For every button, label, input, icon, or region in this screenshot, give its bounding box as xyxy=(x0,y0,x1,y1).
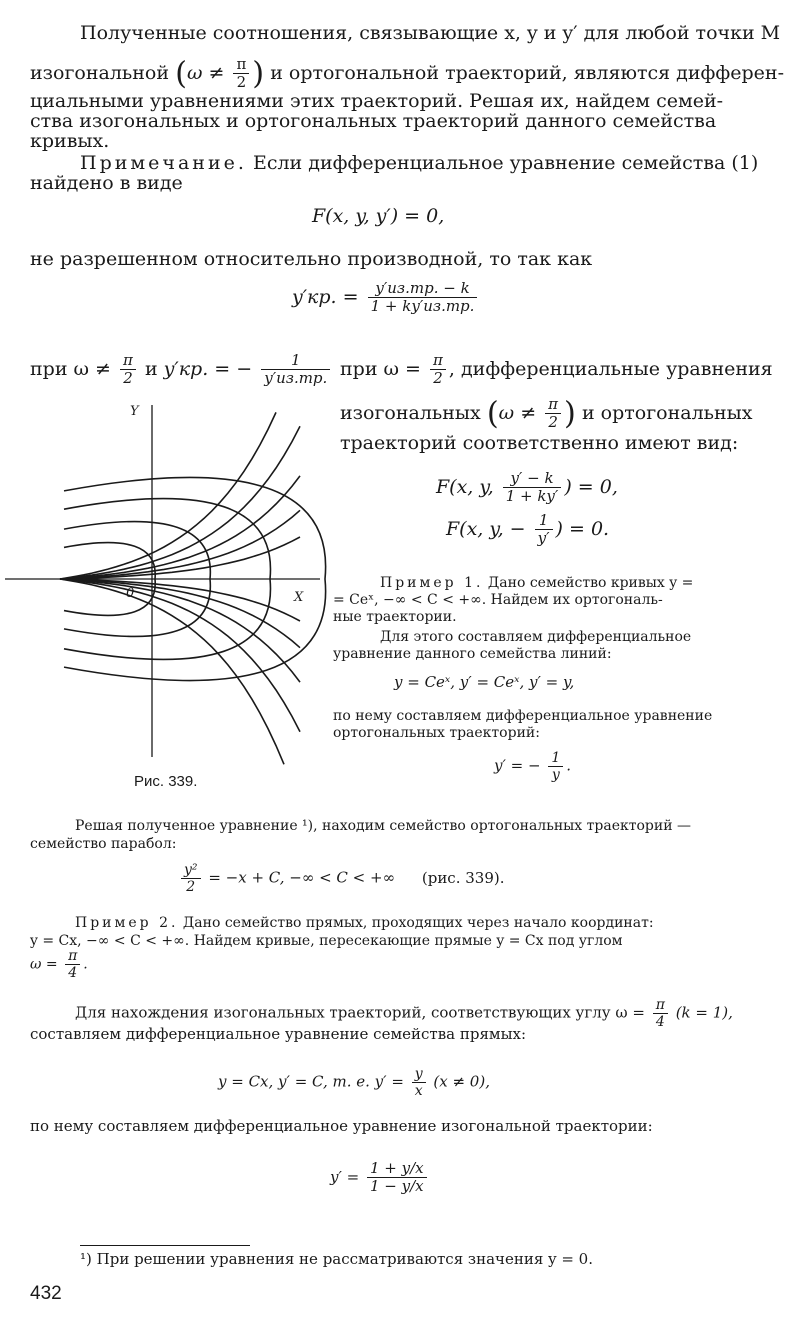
exponential-curve xyxy=(59,578,301,649)
figure-caption: Рис. 339. xyxy=(134,773,198,790)
origin-label: 0 xyxy=(126,586,134,601)
note-line-6: траекторий соответственно имеют вид: xyxy=(340,432,739,454)
exponential-curve xyxy=(59,536,301,580)
x-axis-label: X xyxy=(293,590,304,605)
example1-line-2: = Ceˣ, −∞ < C < +∞. Найдем их ортогональ… xyxy=(333,592,663,608)
parabola-arc xyxy=(63,541,156,617)
solution-line-2: семейство парабол: xyxy=(30,836,177,852)
example2-line-6: по нему составляем дифференциальное урав… xyxy=(30,1117,653,1135)
footnote: ¹) При решении уравнения не рассматриваю… xyxy=(80,1250,593,1268)
intro-line-3: циальными уравнениями этих траекторий. Р… xyxy=(30,90,724,112)
note-equation-1: F(x, y, y′) = 0, xyxy=(312,205,445,227)
example2-line-4: Для нахождения изогональных траекторий, … xyxy=(75,997,733,1031)
note-line-3: не разрешенном относительно производной,… xyxy=(30,248,593,270)
exponential-curve xyxy=(59,578,285,765)
note-line-2: найдено в виде xyxy=(30,172,183,194)
parabola-arc xyxy=(63,497,272,661)
exponential-curve xyxy=(59,412,277,580)
y-axis-label: Y xyxy=(130,404,140,419)
exponential-curve xyxy=(59,578,301,683)
solution-line-1: Решая полученное уравнение ¹), находим с… xyxy=(75,818,691,834)
example1-line-5: уравнение данного семейства линий: xyxy=(333,646,612,662)
exponential-curve xyxy=(59,475,301,580)
page-number: 432 xyxy=(30,1283,62,1304)
example1-line-7: ортогональных траекторий: xyxy=(333,725,540,741)
example1-line-4: Для этого составляем дифференциальное xyxy=(380,629,692,645)
note-line-1: Примечание. Если дифференциальное уравне… xyxy=(80,152,759,174)
intro-line-5: кривых. xyxy=(30,130,110,152)
curve-group xyxy=(59,412,327,765)
example2-line-5: составляем дифференциальное уравнение се… xyxy=(30,1025,527,1043)
exponential-curve xyxy=(59,578,301,733)
exponential-curve xyxy=(59,425,301,580)
example1-line-1: Пример 1. Дано семейство кривых y = xyxy=(380,575,694,591)
example1-line-3: ные траектории. xyxy=(333,609,457,625)
intro-line-4: ства изогональных и ортогональных траект… xyxy=(30,110,717,132)
parabola-arc xyxy=(63,476,327,682)
intro-line-1: Полученные соотношения, связывающие x, y… xyxy=(80,22,781,44)
example2-line-2: y = Cx, −∞ < C < +∞. Найдем кривые, пере… xyxy=(30,933,623,949)
figure-339-orthogonal-trajectories: Y X 0 xyxy=(5,404,327,765)
example2-line-1: Пример 2. Дано семейство прямых, проходя… xyxy=(75,915,654,931)
exponential-curve xyxy=(59,578,301,622)
exponential-curve xyxy=(59,509,301,580)
parabola-arc xyxy=(63,520,212,638)
example1-equation-1: y = Ceˣ, y′ = Ceˣ, y′ = y, xyxy=(394,673,575,691)
example1-line-6: по нему составляем дифференциальное урав… xyxy=(333,708,713,724)
footnote-rule xyxy=(80,1245,250,1246)
